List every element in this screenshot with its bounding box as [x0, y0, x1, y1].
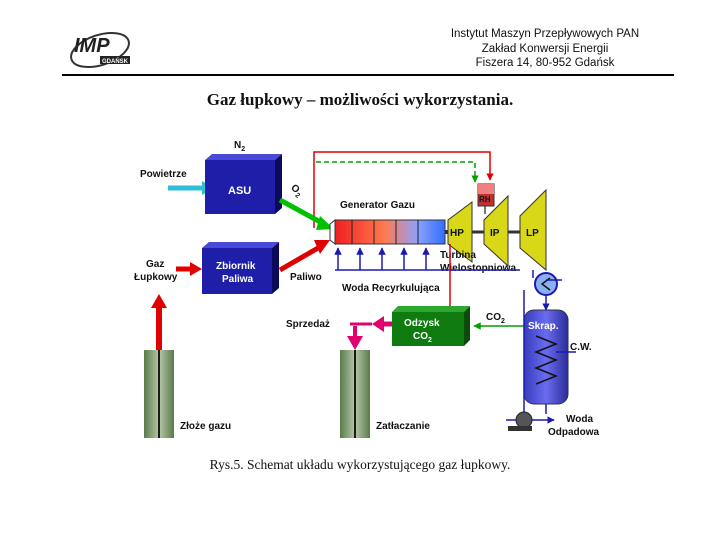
shale-gas-label-2: Łupkowy	[134, 272, 178, 283]
fuel-tank	[202, 248, 272, 294]
sale-label: Sprzedaż	[286, 319, 330, 330]
imp-logo: IMP GDAŃSK	[70, 31, 130, 69]
waste-water-label-2: Odpadowa	[548, 427, 600, 438]
turbine-label-1: Turbina	[440, 250, 476, 261]
recirculation-water-label: Woda Recyrkulująca	[342, 283, 440, 294]
ip-label: IP	[490, 228, 500, 239]
shale-gas-label-1: Gaz	[146, 259, 164, 270]
sale-arrow	[372, 316, 384, 332]
logo-text: IMP	[74, 35, 110, 57]
lp-label: LP	[526, 228, 539, 239]
hp-label: HP	[450, 228, 464, 239]
fuel-tank-label-2: Paliwa	[222, 274, 254, 285]
condenser-label: Skrap.	[528, 321, 559, 332]
institute-address: Instytut Maszyn Przepływowych PAN Zakład…	[400, 27, 690, 71]
o2-label: O2	[287, 182, 304, 199]
shale-gas-to-tank-arrow	[190, 262, 202, 276]
reheater-label: RH	[479, 195, 491, 204]
figure-caption: Rys.5. Schemat układu wykorzystującego g…	[209, 457, 511, 472]
cooling-water-label: C.W.	[570, 342, 592, 353]
waste-water-label-1: Woda	[566, 414, 593, 425]
lp-turbine	[519, 188, 547, 272]
pump-icon	[515, 411, 533, 429]
fuel-label: Paliwo	[290, 272, 322, 283]
hp-turbine	[447, 201, 473, 263]
co2-recovery-unit	[392, 312, 464, 346]
ip-turbine	[483, 194, 509, 268]
fuel-arrow	[314, 240, 330, 254]
co2-label: CO2	[486, 312, 505, 325]
injection-arrow	[347, 336, 363, 350]
department-name: Zakład Konwersji Energii	[481, 42, 609, 55]
header-divider	[62, 74, 674, 76]
co2-recovery-label: Odzysk	[404, 318, 440, 329]
page-title: Gaz łupkowy – możliwości wykorzystania.	[206, 90, 514, 109]
condenser-coil-icon	[533, 335, 559, 385]
n2-label: N2	[234, 140, 245, 153]
injection-label: Zatłaczanie	[376, 421, 430, 432]
recycle-line-green	[316, 161, 479, 183]
co2-recovery-formula: CO2	[413, 331, 432, 344]
gas-generator-label: Generator Gazu	[340, 200, 415, 211]
logo-subtext: GDAŃSK	[102, 57, 129, 65]
heat-exchanger-icon	[534, 272, 558, 296]
shale-gas-arrow-up	[151, 294, 167, 308]
fuel-tank-label-1: Zbiornik	[216, 261, 256, 272]
asu-unit	[205, 160, 275, 214]
air-label: Powietrze	[140, 169, 187, 180]
gas-generator	[334, 219, 446, 245]
gas-deposit-label: Złoże gazu	[180, 421, 231, 432]
asu-label: ASU	[228, 185, 251, 197]
shale-gas-system-diagram: N2 Powietrze ASU O2 Zbiornik Paliwa Gaz …	[134, 140, 600, 438]
turbine-label-2: Wielostopniowa	[440, 263, 516, 274]
address-line: Fiszera 14, 80-952 Gdańsk	[475, 57, 615, 69]
institute-name: Instytut Maszyn Przepływowych PAN	[450, 28, 640, 40]
recycle-line-red	[313, 151, 494, 228]
